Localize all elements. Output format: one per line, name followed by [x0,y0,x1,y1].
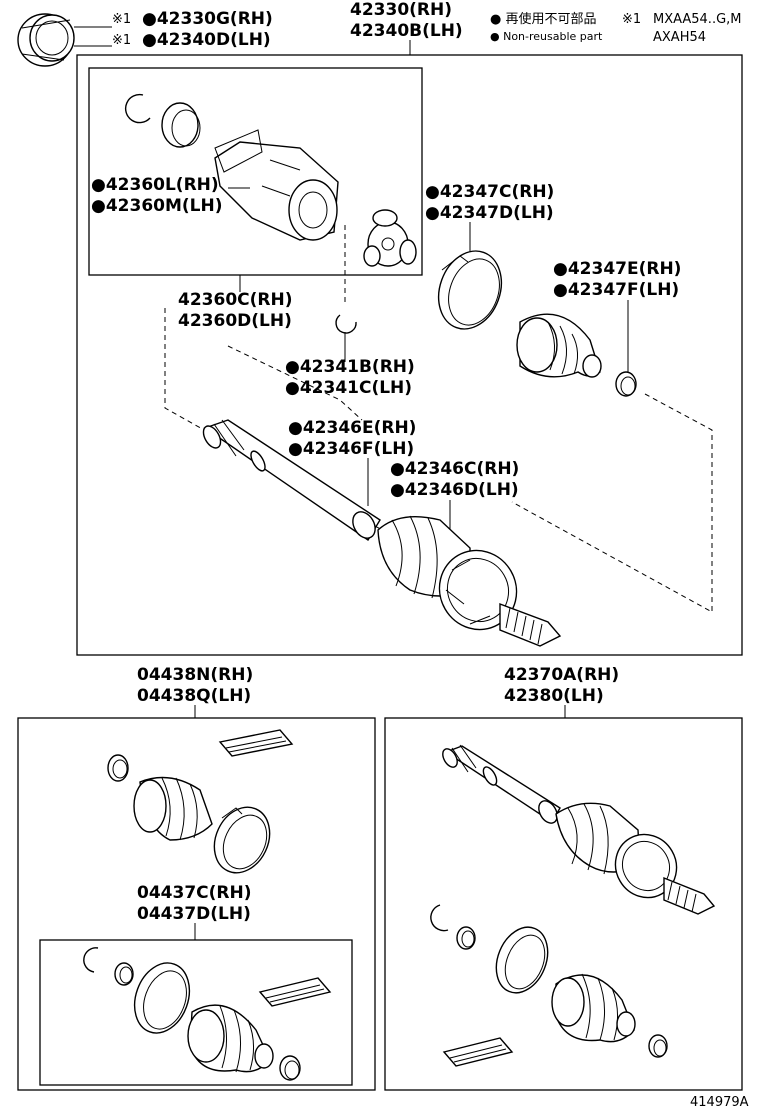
subkit-panel-frame [39,939,353,1086]
grease-packet-icon [218,729,294,757]
part-label: ●42346E(RH) [288,418,416,438]
ref-mark: ※1 [622,12,641,27]
part-label: 42360C(RH) [178,290,292,310]
part-label: ●42347C(RH) [425,182,554,202]
boot-clamp-icon [437,250,503,330]
inner-boot-icon [551,973,636,1043]
part-label: ●42341C(LH) [285,378,412,398]
part-label: 42360D(LH) [178,311,292,331]
part-label: ●42360M(LH) [91,196,223,216]
boot-band-icon [161,102,201,148]
part-label: ●42347F(LH) [553,280,679,300]
shaft-panel-frame [384,717,743,1091]
grease-packet-icon [258,977,332,1007]
part-label: ●42330G(RH) [142,9,273,29]
snap-ring-icon [124,93,151,124]
drive-shaft-icon [442,744,716,915]
outer-boot-icon [516,313,602,378]
part-label: ●42346C(RH) [390,459,519,479]
part-label: ●42347D(LH) [425,203,554,223]
part-label: 42330(RH) [350,0,452,20]
part-label: ●42346F(LH) [288,439,414,459]
legend-text: ● 再使用不可部品 [490,11,596,27]
kit-panel-frame [17,717,376,1091]
part-label: ●42341B(RH) [285,357,415,377]
boot-band-icon [615,371,637,397]
inner-joint-housing-icon [214,129,339,241]
model-note: MXAA54..G,M [653,12,742,27]
part-label: ●42347E(RH) [553,259,681,279]
snap-ring-icon [335,314,357,334]
boot-band-icon [107,754,129,782]
inner-boot-icon [187,1004,274,1073]
ref-mark: ※1 [112,12,131,27]
part-label: 42370A(RH) [504,665,619,685]
dashed-guide [227,345,363,421]
part-label: ●42346D(LH) [390,480,519,500]
part-label: 04438N(RH) [137,665,253,685]
legend-text: ● Non-reusable part [490,30,603,43]
drive-shaft-icon [202,419,562,647]
outer-boot-icon [133,776,213,841]
snap-ring-icon [430,904,449,932]
snap-ring-icon [83,947,99,973]
boot-band-icon [456,926,476,950]
part-label: ●42360L(RH) [91,175,219,195]
main-panel-frame [76,54,743,656]
boot-band-icon [279,1055,301,1081]
boot-kit-icon [17,13,75,67]
part-label: 42340B(LH) [350,21,463,41]
inner-joint-frame [88,67,423,276]
boot-band-icon [114,962,134,986]
dashed-guide [511,393,713,613]
part-label: 04437C(RH) [137,883,251,903]
boot-clamp-icon [133,962,191,1034]
boot-clamp-icon [495,926,549,994]
part-label: ●42340D(LH) [142,30,271,50]
tripod-joint-icon [363,209,417,267]
grease-packet-icon [442,1037,514,1067]
part-label: 04437D(LH) [137,904,251,924]
ref-mark: ※1 [112,33,131,48]
diagram-id: 414979A [690,1095,749,1110]
part-label: 04438Q(LH) [137,686,251,706]
model-note: AXAH54 [653,30,706,45]
boot-clamp-icon [213,806,271,874]
boot-band-icon [648,1034,668,1058]
part-label: 42380(LH) [504,686,604,706]
